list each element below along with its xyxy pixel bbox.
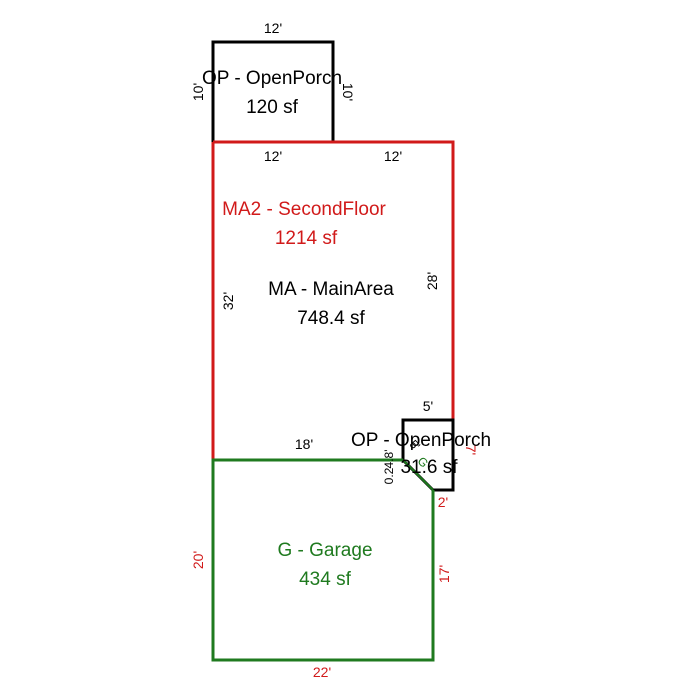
open-porch-top-area: 120 sf [246,97,298,118]
second-floor-outline [213,140,455,420]
dim-small-porch-small: 0.2 [382,467,396,484]
dim-porch-right: 10' [340,83,356,101]
dim-garage-right: 17' [436,565,452,583]
dim-garage-left: 20' [190,551,206,569]
dim-garage-right-top: 2' [438,494,448,510]
garage-outline [211,458,435,662]
dim-porch-top: 12' [264,20,282,36]
dim-main-top: 12' [384,148,402,164]
dim-garage-bottom: 22' [313,664,331,680]
dim-main-bottom: 18' [295,436,313,452]
open-porch-small-outline [401,418,455,492]
dim-porch-bottom: 12' [264,148,282,164]
dim-small-porch-right: 7' [463,445,479,455]
dim-small-porch-top: 5' [423,398,433,414]
second-floor-area: 1214 sf [275,228,338,249]
garage-code: G - Garage [277,540,372,561]
dim-porch-left: 10' [190,83,206,101]
dim-small-porch-vertical: 4.8' [382,450,396,469]
main-area-area: 748.4 sf [297,308,365,329]
open-porch-small-area: 31.6 sf [400,457,458,478]
garage-area: 434 sf [299,569,351,590]
open-porch-small-code: OP - OpenPorch [351,430,491,451]
dim-main-right: 28' [424,272,440,290]
open-porch-top-outline [211,40,335,144]
open-porch-top-code: OP - OpenPorch [202,68,342,89]
second-floor-code: MA2 - SecondFloor [222,199,386,220]
garage-top-edge-inner [402,459,434,491]
main-area-code: MA - MainArea [268,279,394,300]
dim-main-left: 32' [220,292,236,310]
